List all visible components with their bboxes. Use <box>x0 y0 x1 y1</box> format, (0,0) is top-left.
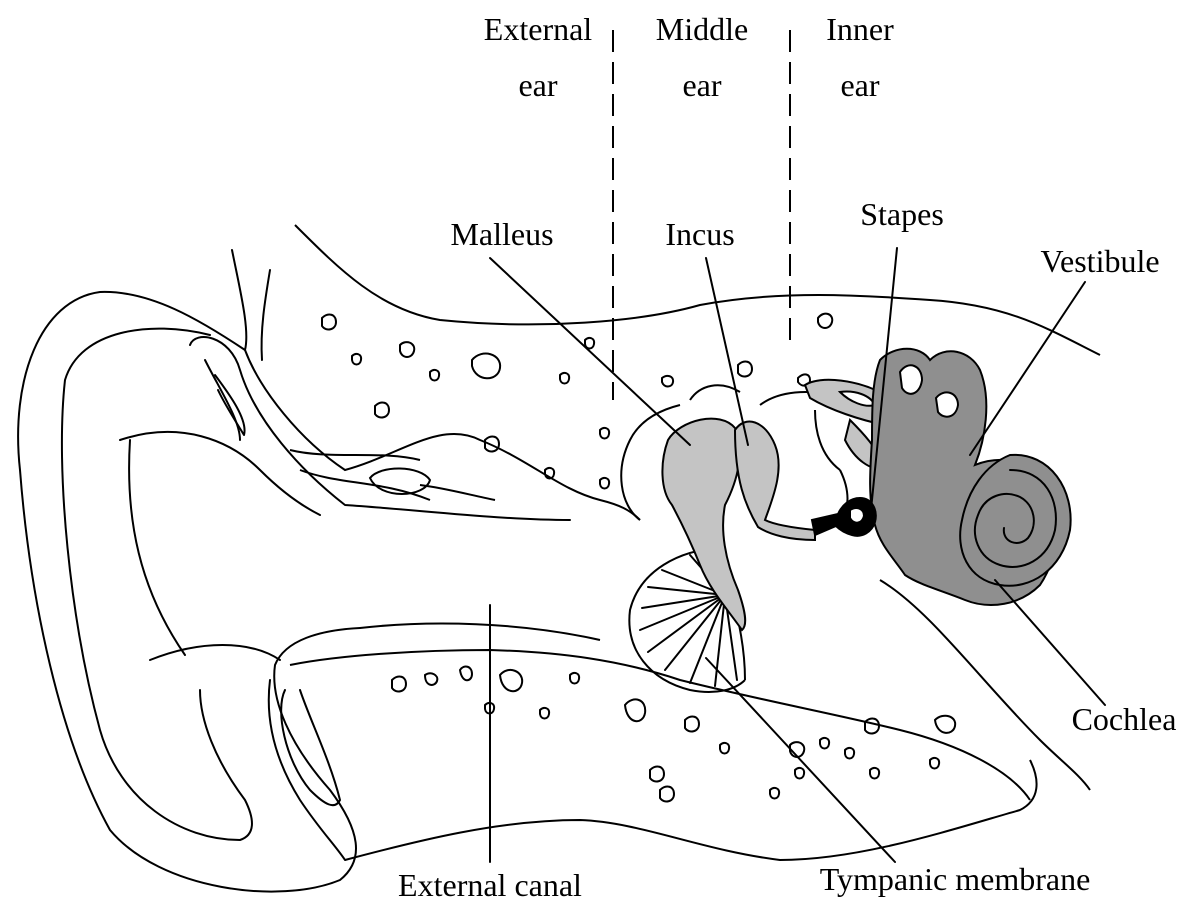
region-middle-line2: ear <box>682 67 721 103</box>
region-inner-line2: ear <box>840 67 879 103</box>
inner-ear <box>805 349 1071 605</box>
incus-pointer <box>706 258 748 445</box>
tympanic-membrane-pointer <box>706 658 895 862</box>
pinna <box>18 250 570 892</box>
label-incus: Incus <box>665 216 734 252</box>
region-external-line1: External <box>484 11 593 47</box>
label-cochlea: Cochlea <box>1072 701 1177 737</box>
region-external-line2: ear <box>518 67 557 103</box>
region-inner-line1: Inner <box>826 11 894 47</box>
malleus-pointer <box>490 258 690 445</box>
semicircular-canal-window-1 <box>900 365 922 394</box>
region-middle-line1: Middle <box>656 11 748 47</box>
label-vestibule: Vestibule <box>1040 243 1159 279</box>
label-malleus: Malleus <box>450 216 553 252</box>
label-stapes: Stapes <box>860 196 944 232</box>
label-external-canal: External canal <box>398 867 582 903</box>
semicircular-canal-window-2 <box>936 392 958 416</box>
label-tympanic-membrane: Tympanic membrane <box>820 861 1091 897</box>
stapes-bone <box>812 498 876 536</box>
cochlea-pointer <box>995 580 1105 705</box>
